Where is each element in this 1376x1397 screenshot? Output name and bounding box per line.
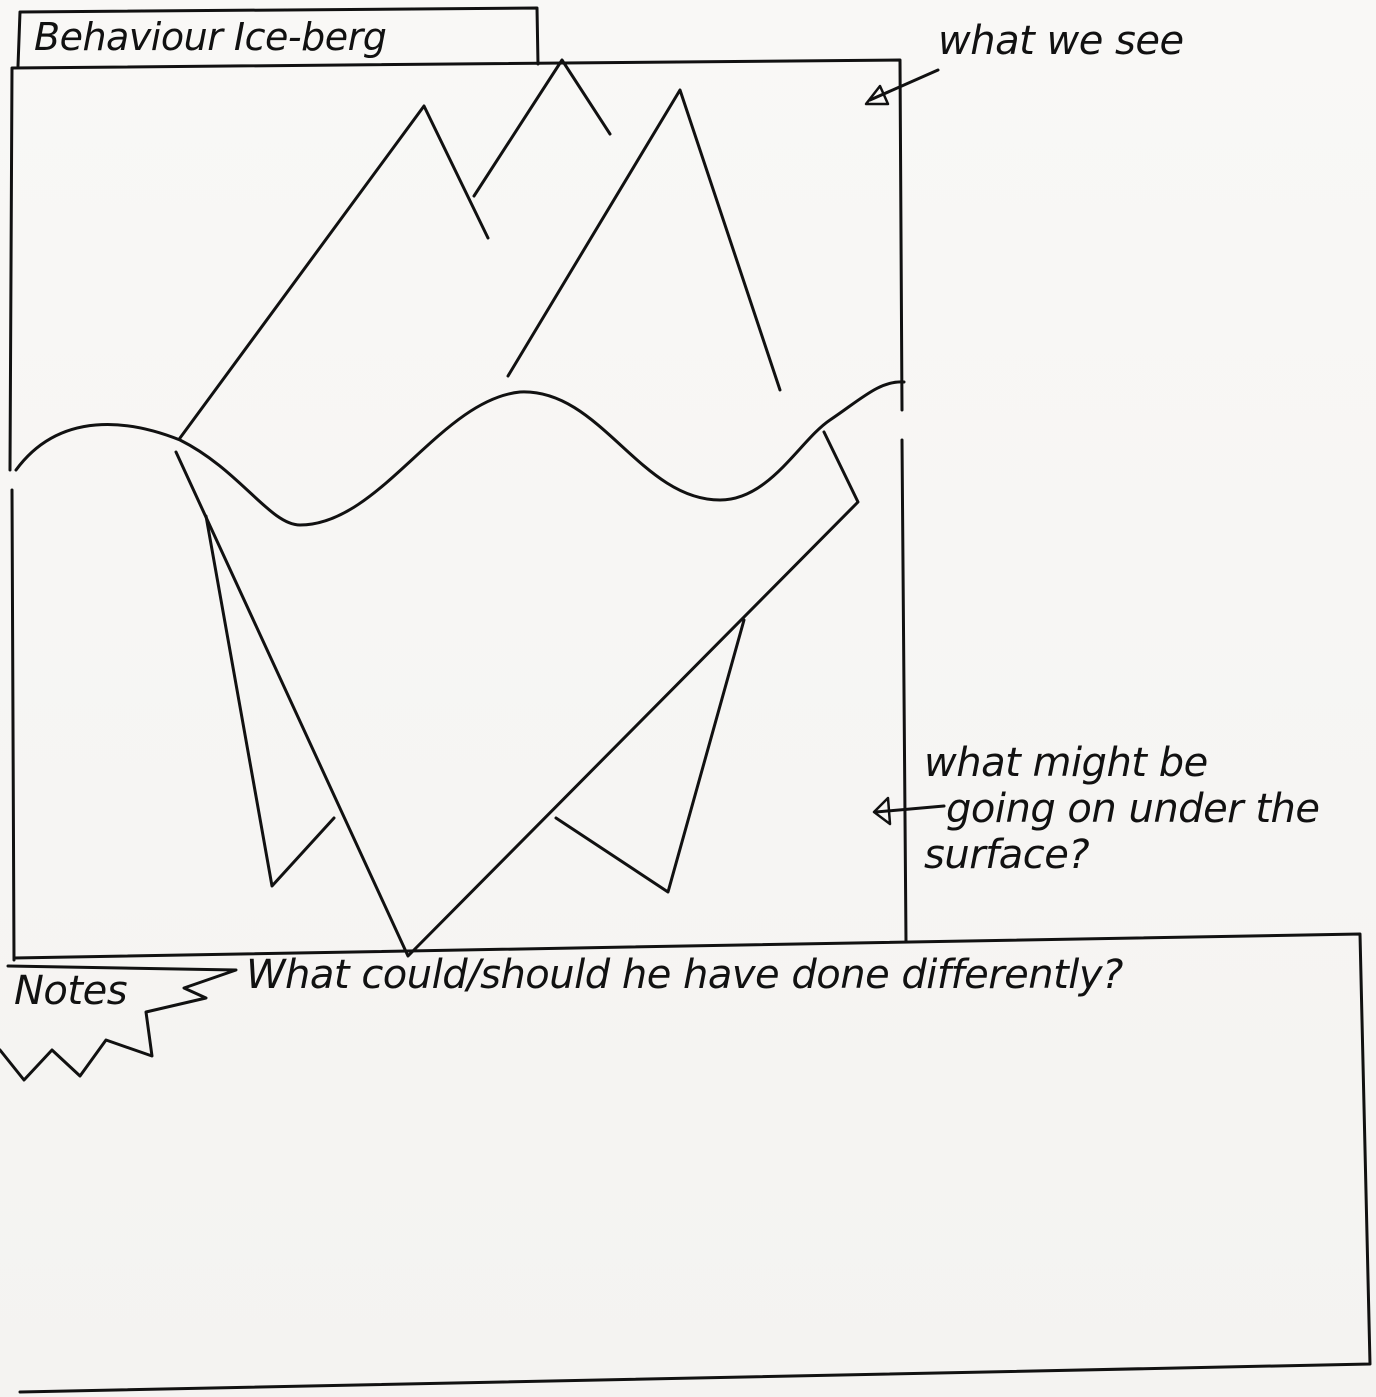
iceberg-peak-right <box>508 90 780 390</box>
iceberg-underwater-left <box>206 516 334 886</box>
iceberg-peak-left <box>180 106 488 438</box>
notes-writing-area[interactable] <box>270 1030 1350 1350</box>
diagram-frame <box>10 60 906 960</box>
arrow-head-what-we-see <box>866 86 888 104</box>
iceberg-underwater-right <box>556 620 744 892</box>
notes-question: What could/should he have done different… <box>246 950 1123 1000</box>
what-we-see-label: what we see <box>938 16 1184 66</box>
iceberg-peak-middle <box>474 60 610 196</box>
notes-label: Notes <box>14 966 127 1016</box>
under-surface-line-1: what might be <box>924 740 1344 786</box>
under-surface-line-2: going on under the <box>924 786 1344 832</box>
under-surface-line-3: surface? <box>924 832 1344 878</box>
under-surface-label: what might be going on under the surface… <box>924 740 1344 878</box>
page-title: Behaviour Ice-berg <box>34 12 386 62</box>
water-surface-wave <box>16 382 904 525</box>
